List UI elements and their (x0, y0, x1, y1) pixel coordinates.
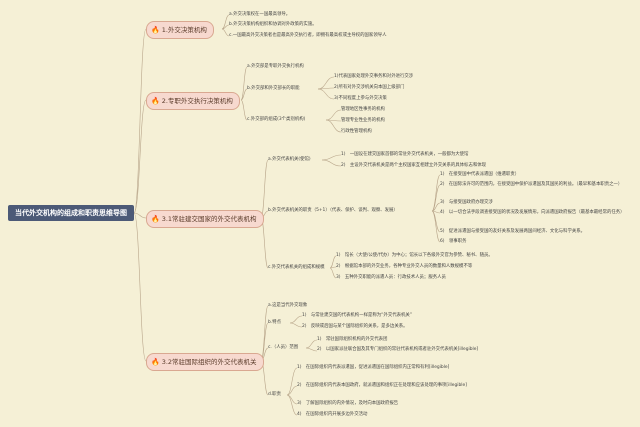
connector-line (329, 267, 337, 279)
connector-line (260, 159, 269, 219)
connector-line (431, 174, 441, 212)
connector-line (431, 210, 441, 243)
detail-node[interactable]: 1) 常驻国际组织机构的外交代表团 (317, 337, 388, 342)
flame-icon: 🔥 (151, 97, 160, 105)
connector-line (317, 76, 335, 90)
detail-node[interactable]: 2) 反映或后国与某个国际组织的关系，是多边关系。 (302, 324, 408, 329)
detail-node[interactable]: 1) 在接受国中代表派遣国（维遣职责） (440, 172, 520, 177)
detail-node[interactable]: 2) 在国际组织内代表本国政府，就派遣国和组织正在处理和应该处理的事项[ille… (297, 383, 467, 388)
connector-line (133, 28, 147, 214)
detail-node[interactable]: 1) 一国设在建交国家首都的常驻外交代表机关，一般都为大使馆 (341, 152, 469, 157)
item-node[interactable]: c.一国最高外交决策者也是最高外交执行者，即拥有最高权或主导权的国家领导人 (229, 33, 387, 38)
connector-line (240, 99, 248, 121)
connector-line (286, 394, 298, 405)
connector-line (321, 159, 342, 167)
detail-node[interactable]: 4) 以一切合法手段调查接受国的状况及发展情形，向派遣国政府报告（最基本最经常的… (440, 210, 625, 215)
detail-node[interactable]: 2) 在国际法许可的范围内，在接受国中保护派遣国及其国民的利益。（最早和基本职责… (440, 182, 623, 187)
detail-node[interactable]: 4) 在国际组织内开展多边外交活动 (297, 412, 368, 417)
section-node-2[interactable]: 🔥2.专职外交执行决策机构 (146, 92, 240, 110)
detail-node[interactable]: 6) 领事职务 (440, 239, 467, 244)
section-label: 3.2常驻国际组织的外交代表机关 (161, 358, 257, 366)
connector-line (321, 154, 342, 161)
connector-line (289, 322, 303, 328)
connector-line (240, 66, 248, 101)
detail-node[interactable]: 3)不同程度上参与外交决策 (334, 96, 387, 101)
detail-node[interactable]: 1)代表国家处理外交事务和对外进行交涉 (334, 74, 414, 79)
connector-line (325, 109, 342, 121)
section-node-4[interactable]: 🔥3.2常驻国际组织的外交代表机关 (146, 353, 264, 371)
root-node[interactable]: 当代外交机构的组成和职责思维导图 (8, 205, 134, 221)
detail-node[interactable]: 3) 五种外交职能的派遣人员：行政技术人员；服务人员 (336, 275, 446, 280)
connector-line (133, 212, 147, 219)
connector-line (221, 28, 230, 37)
item-node[interactable]: a.外交代表机关(使馆) (268, 157, 311, 162)
section-label: 1.外交决策机构 (161, 26, 207, 34)
item-node[interactable]: c.（人员）范围 (268, 345, 299, 350)
connector-line (431, 184, 441, 212)
connector-line (317, 88, 335, 100)
connector-line (260, 217, 269, 269)
detail-node[interactable]: 2) 以国家派驻联合国及其专门组织的常驻代表机构或者驻外交代表机关[illegi… (317, 347, 479, 352)
detail-node[interactable]: 管理地区性事务的机构 (341, 107, 385, 112)
item-node[interactable]: c.外交代表机关的组成和规模 (268, 265, 325, 270)
connector-line (286, 367, 298, 396)
connector-line (305, 339, 318, 349)
detail-node[interactable]: 1) 馆长（大使/公使/代办）为中心；馆长以下各级外交官为参赞、秘书、随员。 (336, 253, 493, 258)
item-node[interactable]: b.外交部和外交部长的职能 (247, 86, 300, 91)
connector-line (305, 347, 318, 352)
flame-icon: 🔥 (151, 358, 160, 366)
detail-node[interactable]: 3) 了解国际组织的内外情况，及时向本国政府报告 (297, 401, 399, 406)
item-node[interactable]: a.这是当代外交现象 (268, 303, 308, 308)
detail-node[interactable]: 3) 与接受国政府办理交涉 (440, 200, 493, 205)
item-node[interactable]: d.职责 (268, 392, 281, 397)
section-label: 2.专职外交执行决策机构 (161, 97, 233, 105)
connector-line (431, 210, 441, 214)
item-node[interactable]: a.外交决策权在一国最高领导。 (229, 12, 291, 17)
detail-node[interactable]: 行政性管理机构 (341, 129, 372, 134)
detail-node[interactable]: 1) 与常驻建交国的代表机构一样是称为“外交代表机关” (302, 313, 413, 318)
connector-line (133, 212, 147, 362)
connector-line (325, 119, 342, 133)
detail-node[interactable]: 5) 促进派遣国与接受国的友好关系及发展两国间经济、文化与科学关系。 (440, 229, 586, 234)
detail-node[interactable]: 2) 根据馆本部的外交业务，各种专业外交人员的数量和人数规模不等 (336, 264, 473, 269)
section-label: 3.1常驻建交国家的外交代表机构 (161, 215, 257, 223)
detail-node[interactable]: 2)所有对外交涉机关向本国上级部门 (334, 85, 405, 90)
item-node[interactable]: c.外交部的组成(3个类别机构) (247, 117, 306, 122)
connector-line (286, 385, 298, 396)
detail-node[interactable]: 1) 在国际组织内代表派遣国，促进派遣国在国际组织内正常和有利[illegibl… (297, 365, 450, 370)
section-node-3[interactable]: 🔥3.1常驻建交国家的外交代表机构 (146, 210, 264, 228)
connector-line (286, 394, 298, 416)
item-node[interactable]: a.外交部是专职外交执行机构 (247, 64, 304, 69)
section-node-1[interactable]: 🔥1.外交决策机构 (146, 21, 214, 39)
connector-line (289, 315, 303, 324)
connector-line (240, 88, 248, 101)
item-node[interactable]: b.特点 (268, 320, 281, 325)
flame-icon: 🔥 (151, 26, 160, 34)
flame-icon: 🔥 (151, 215, 160, 223)
connector-line (431, 210, 441, 233)
item-node[interactable]: b.外交代表机关的职责（5+1）（代表、保护、谈判、观察、发展） (268, 208, 398, 213)
connector-line (260, 305, 269, 362)
item-node[interactable]: b.外交决策机构组织和协调对外政策的实施。 (229, 22, 317, 27)
detail-node[interactable]: 管理专业性业务的机构 (341, 118, 385, 123)
connector-line (133, 99, 147, 214)
detail-node[interactable]: 2) 主设外交代表机关是两个主权国家互相建立外交关系的具体标志和体现 (341, 163, 487, 168)
connector-line (329, 255, 337, 269)
